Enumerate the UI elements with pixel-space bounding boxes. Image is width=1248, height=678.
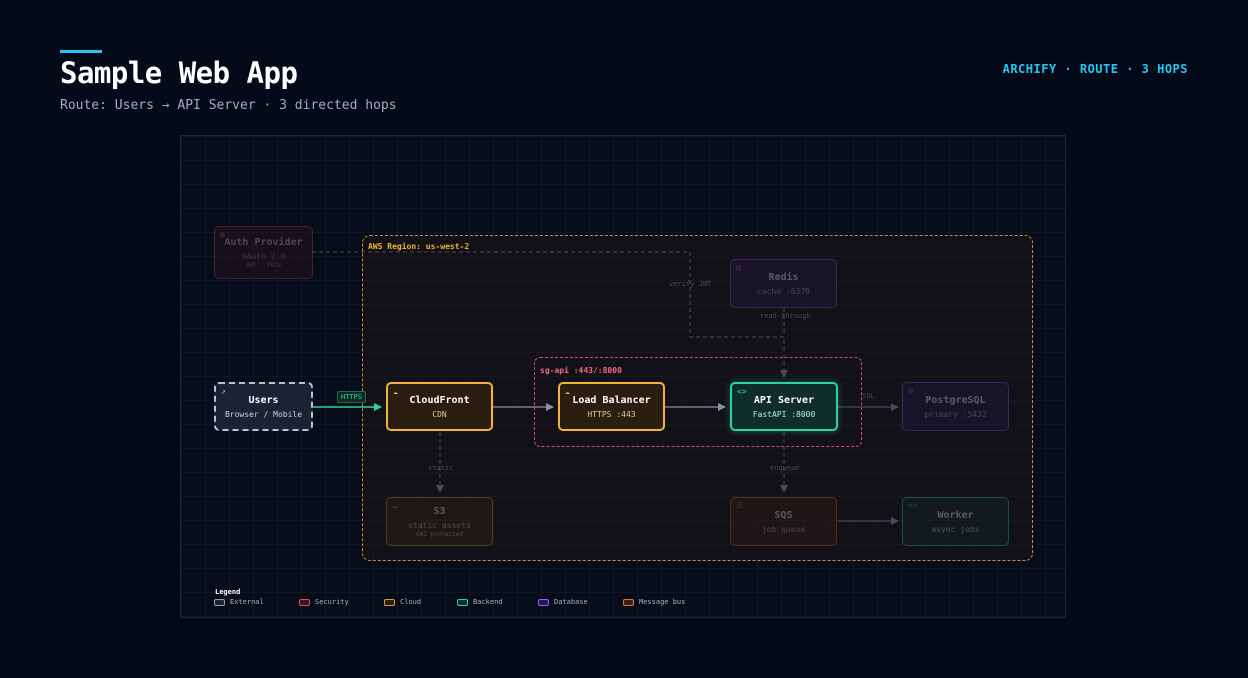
queue-icon: ☰ — [736, 501, 744, 510]
page-title: Sample Web App — [60, 56, 298, 90]
node-title: Redis — [768, 271, 799, 283]
cloud-icon: ☁ — [392, 501, 397, 510]
security-group — [534, 357, 862, 447]
node-load-balancer[interactable]: ☁ Load Balancer HTTPS :443 — [558, 382, 665, 431]
node-subtitle: cache :6379 — [757, 286, 810, 296]
diagram-canvas — [180, 135, 1066, 618]
edge-label-static: static — [428, 464, 454, 472]
edge-auth-api — [312, 251, 788, 378]
legend-item-external: External — [214, 598, 264, 606]
edge-label-verify-jwt: verify JWT — [669, 280, 712, 288]
edge-label-https: HTTPS — [337, 391, 367, 403]
node-users[interactable]: ↗ Users Browser / Mobile — [214, 382, 313, 431]
edge-label-read-through: read-through — [760, 312, 811, 320]
node-worker[interactable]: <> Worker async jobs — [902, 497, 1009, 546]
node-title: Auth Provider — [224, 236, 303, 248]
node-subtitle: Browser / Mobile — [224, 409, 303, 419]
node-cloudfront[interactable]: ☁ CloudFront CDN — [386, 382, 493, 431]
edge-label-sql: SQL — [862, 392, 875, 400]
database-icon: ▤ — [908, 386, 913, 395]
node-subtitle: job queue — [761, 524, 806, 534]
legend-swatch — [299, 598, 310, 606]
legend-item-cloud: Cloud — [384, 598, 421, 606]
node-title: Load Balancer — [572, 394, 651, 406]
node-title: Worker — [937, 509, 974, 521]
legend-swatch — [384, 598, 395, 606]
node-title: API Server — [753, 394, 815, 406]
node-auth-provider[interactable]: ▣ Auth Provider OAuth 2.0 JWT · PKCE — [214, 226, 313, 279]
node-subtitle: async jobs — [931, 524, 980, 534]
legend-swatch — [623, 598, 634, 606]
legend-label: Security — [315, 598, 349, 606]
legend-label: External — [230, 598, 264, 606]
node-subtitle: static assets — [408, 520, 471, 530]
security-group-label: sg-api :443/:8000 — [540, 366, 622, 375]
page-subtitle: Route: Users → API Server · 3 directed h… — [60, 98, 397, 113]
node-title: PostgreSQL — [925, 394, 986, 406]
legend-label: Backend — [473, 598, 503, 606]
legend-item-backend: Backend — [457, 598, 503, 606]
legend-label: Database — [554, 598, 588, 606]
node-subtitle: OAuth 2.0 — [241, 251, 286, 261]
node-api-server[interactable]: <> API Server FastAPI :8000 — [730, 382, 838, 431]
accent-bar — [60, 50, 102, 53]
node-postgresql[interactable]: ▤ PostgreSQL primary :5432 — [902, 382, 1009, 431]
node-s3[interactable]: ☁ S3 static assets OAI protected — [386, 497, 493, 546]
node-subtitle-2: JWT · PKCE — [245, 261, 282, 269]
shield-icon: ▣ — [220, 230, 225, 239]
legend-label: Message bus — [639, 598, 686, 606]
legend-swatch — [538, 598, 549, 606]
legend-swatch — [457, 598, 468, 606]
external-link-icon: ↗ — [221, 387, 226, 396]
node-subtitle: FastAPI :8000 — [752, 409, 816, 419]
legend-swatch — [214, 598, 225, 606]
brand-label: ARCHIFY · ROUTE · 3 HOPS — [1002, 62, 1188, 76]
node-title: CloudFront — [409, 394, 470, 406]
node-subtitle: primary :5432 — [924, 409, 987, 419]
node-title: S3 — [433, 505, 446, 517]
node-subtitle: HTTPS :443 — [587, 409, 636, 419]
database-icon: ▤ — [736, 263, 741, 272]
code-icon: <> — [908, 501, 918, 510]
node-redis[interactable]: ▤ Redis cache :6379 — [730, 259, 837, 308]
code-icon: <> — [737, 387, 747, 396]
edge-label-enqueue: enqueue — [770, 464, 800, 472]
cloud-icon: ☁ — [393, 387, 398, 396]
node-title: SQS — [774, 509, 793, 521]
aws-region-label: AWS Region: us-west-2 — [368, 242, 470, 251]
cloud-icon: ☁ — [565, 387, 570, 396]
legend-item-security: Security — [299, 598, 349, 606]
legend-item-message-bus: Message bus — [623, 598, 685, 606]
node-subtitle: CDN — [432, 409, 447, 419]
node-sqs[interactable]: ☰ SQS job queue — [730, 497, 837, 546]
legend-label: Cloud — [400, 598, 422, 606]
node-subtitle-2: OAI protected — [416, 530, 463, 538]
legend-title: Legend — [215, 588, 241, 596]
legend-item-database: Database — [538, 598, 588, 606]
node-title: Users — [248, 394, 279, 406]
